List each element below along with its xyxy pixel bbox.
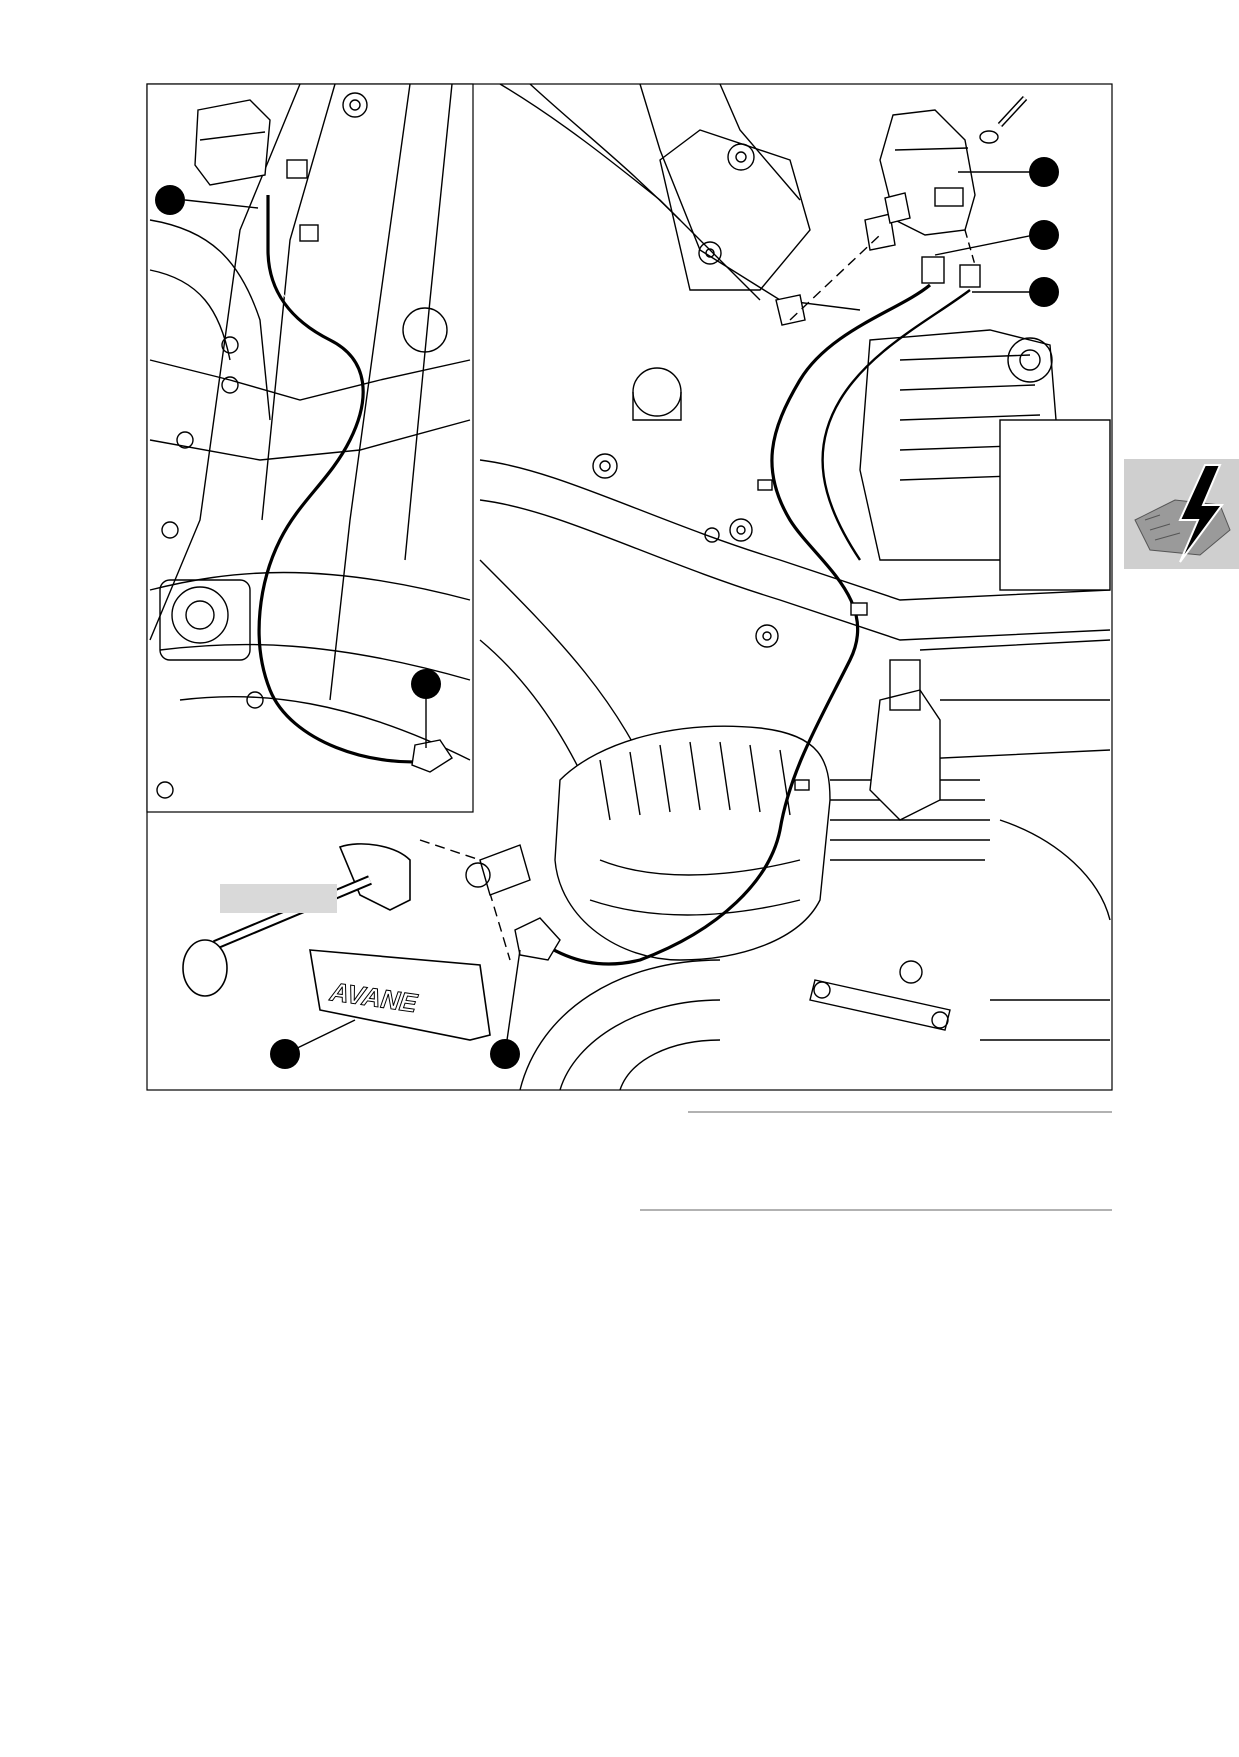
tool-label-box (220, 884, 337, 913)
callout-3 (1029, 157, 1059, 187)
inset-engine-drawing (149, 83, 471, 799)
callout-5 (1029, 277, 1059, 307)
callout-1 (155, 185, 185, 215)
main-engine-drawing (419, 83, 1111, 1091)
spark-plug-cap-tool: AVANE (182, 843, 491, 1041)
callout-2 (411, 669, 441, 699)
callout-7 (490, 1039, 520, 1069)
callout-6 (270, 1039, 300, 1069)
section-tab[interactable] (1124, 459, 1239, 569)
ignition-lightning-icon (1134, 464, 1231, 563)
callout-4 (1029, 220, 1059, 250)
